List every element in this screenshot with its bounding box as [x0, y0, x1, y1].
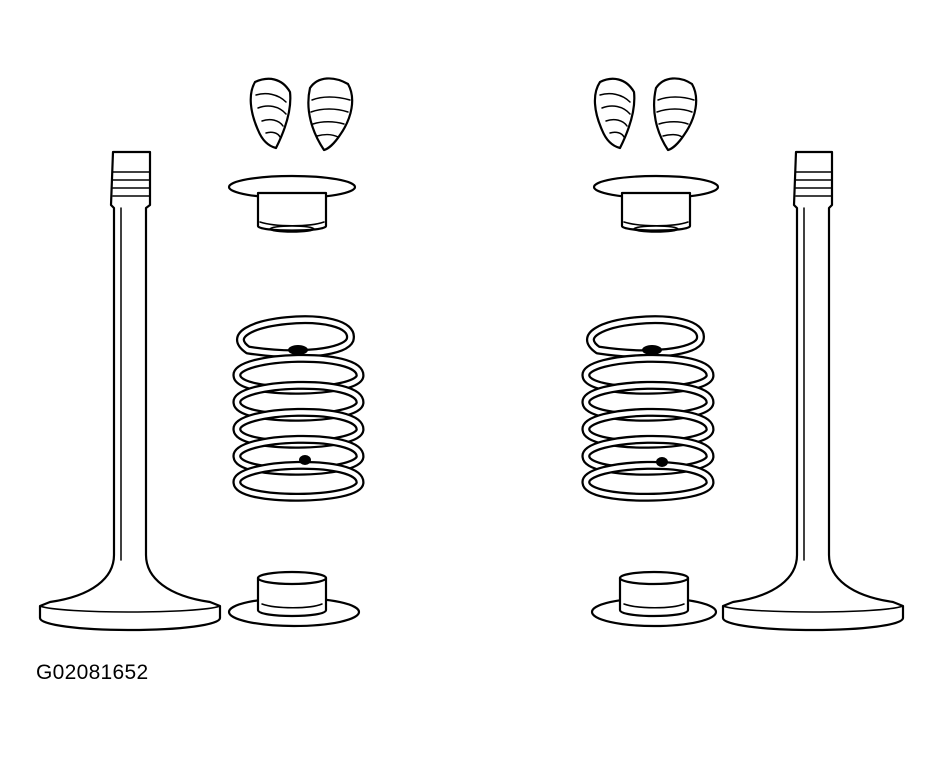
figure-id-label: G02081652	[36, 661, 149, 684]
left-spring-retainer	[227, 174, 357, 233]
left-spring-seat	[227, 570, 361, 628]
right-valve-keepers	[593, 77, 698, 152]
left-valve-assembly	[38, 77, 365, 632]
right-valve	[721, 150, 905, 632]
right-spring-retainer	[592, 174, 720, 233]
left-valve	[38, 150, 222, 632]
right-spring-seat	[590, 570, 718, 628]
right-valve-spring	[581, 315, 715, 502]
right-valve-assembly	[581, 77, 905, 632]
left-valve-spring	[232, 315, 365, 502]
left-valve-keepers	[249, 77, 354, 152]
